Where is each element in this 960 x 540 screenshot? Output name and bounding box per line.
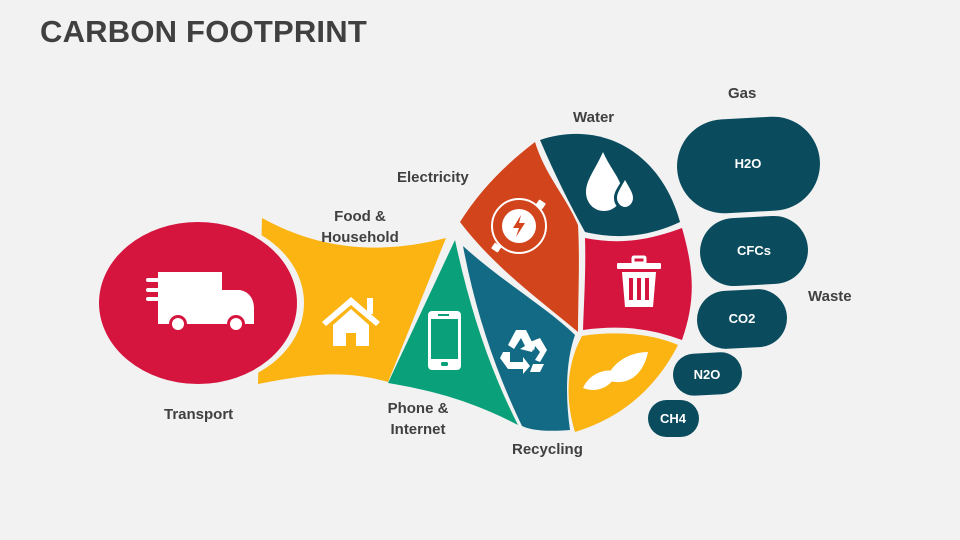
label-water: Water — [573, 109, 615, 126]
recycle-icon — [500, 330, 547, 374]
label-transport: Transport — [164, 406, 234, 423]
label-gas: Gas — [728, 85, 757, 102]
toe-co2: CO2 — [697, 289, 787, 349]
svg-text:CO2: CO2 — [729, 311, 756, 326]
smartphone-icon — [428, 311, 461, 370]
gas-segment — [568, 333, 678, 432]
svg-text:CFCs: CFCs — [737, 243, 771, 258]
label-electricity: Electricity — [397, 169, 469, 186]
toe-cfcs: CFCs — [700, 215, 808, 287]
label-recycling: Recycling — [512, 441, 583, 458]
trash-bin-icon — [617, 255, 661, 307]
label-phone-internet: Phone & Internet — [387, 400, 449, 438]
house-icon — [322, 297, 380, 346]
label-food-household: Food & Household — [321, 208, 399, 246]
svg-text:CH4: CH4 — [660, 411, 687, 426]
toe-ch4: CH4 — [648, 400, 699, 437]
electricity-plug-icon — [491, 198, 547, 254]
toe-n2o: N2O — [673, 352, 742, 396]
leaves-icon — [583, 352, 648, 391]
truck-icon — [146, 272, 254, 333]
water-drop-icon — [586, 152, 636, 211]
page-title: CARBON FOOTPRINT — [40, 14, 367, 49]
svg-text:H2O: H2O — [735, 156, 762, 171]
svg-text:N2O: N2O — [694, 367, 721, 382]
toe-h2o: H2O — [677, 116, 820, 214]
label-waste: Waste — [808, 288, 852, 305]
